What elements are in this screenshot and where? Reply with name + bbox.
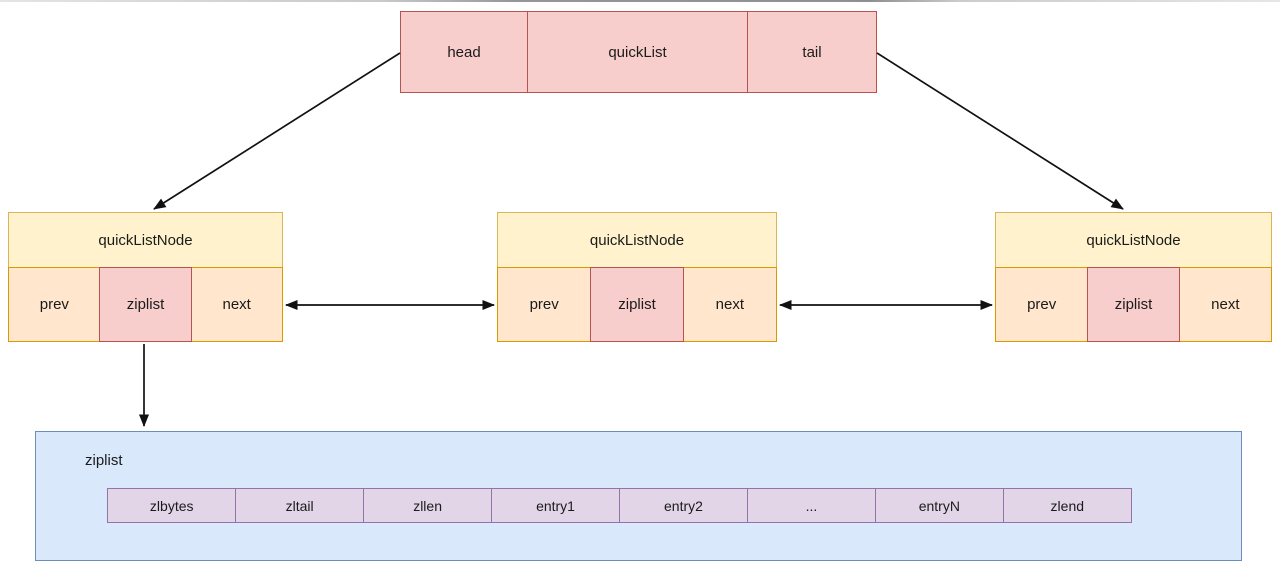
quicklistnode-3-body: prev ziplist next: [995, 266, 1272, 342]
ziplist-cell-entry1: entry1: [490, 488, 621, 523]
quicklistnode-2-ziplist-cell: ziplist: [589, 266, 685, 342]
quicklistnode-3-ziplist-cell: ziplist: [1086, 266, 1181, 342]
quicklistnode-3-prev-cell: prev: [995, 266, 1089, 342]
ziplist-entries-row: zlbytes zltail zllen entry1 entry2 ... e…: [107, 488, 1132, 523]
arrow-head-to-node1: [153, 52, 401, 210]
ziplist-cell-zlend: zlend: [1002, 488, 1132, 523]
quicklistnode-3-next-cell: next: [1178, 266, 1272, 342]
ziplist-cell-zlbytes: zlbytes: [107, 488, 237, 523]
quicklistnode-1-prev-cell: prev: [8, 266, 101, 342]
quicklist-cell-tail: tail: [802, 43, 822, 61]
quicklistnode-1-body: prev ziplist next: [8, 266, 284, 342]
quicklist-cell-title: quickList: [527, 12, 748, 92]
quicklist-struct: head quickList tail: [400, 11, 877, 93]
ziplist-cell-entryN: entryN: [874, 488, 1005, 523]
ziplist-container: ziplist zlbytes zltail zllen entry1 entr…: [35, 431, 1242, 561]
quicklistnode-3-title: quickListNode: [995, 212, 1272, 268]
ziplist-cell-ellipsis: ...: [746, 488, 877, 523]
quicklistnode-2-next-cell: next: [682, 266, 777, 342]
arrow-tail-to-node3: [876, 52, 1124, 210]
quicklistnode-1: quickListNode prev ziplist next: [8, 212, 284, 342]
quicklistnode-1-title: quickListNode: [8, 212, 283, 268]
quicklist-cell-head: head: [447, 43, 481, 61]
ziplist-cell-entry2: entry2: [618, 488, 749, 523]
ziplist-cell-zltail: zltail: [234, 488, 365, 523]
quicklistnode-1-ziplist-cell: ziplist: [99, 266, 192, 342]
quicklistnode-2-title: quickListNode: [497, 212, 777, 268]
ziplist-cell-zllen: zllen: [362, 488, 493, 523]
ziplist-label: ziplist: [85, 452, 123, 469]
quicklistnode-1-next-cell: next: [190, 266, 284, 342]
window-top-border: [0, 0, 1280, 2]
quicklistnode-2-prev-cell: prev: [497, 266, 592, 342]
quicklistnode-2: quickListNode prev ziplist next: [497, 212, 777, 342]
quicklistnode-2-body: prev ziplist next: [497, 266, 777, 342]
quicklistnode-3: quickListNode prev ziplist next: [995, 212, 1272, 342]
